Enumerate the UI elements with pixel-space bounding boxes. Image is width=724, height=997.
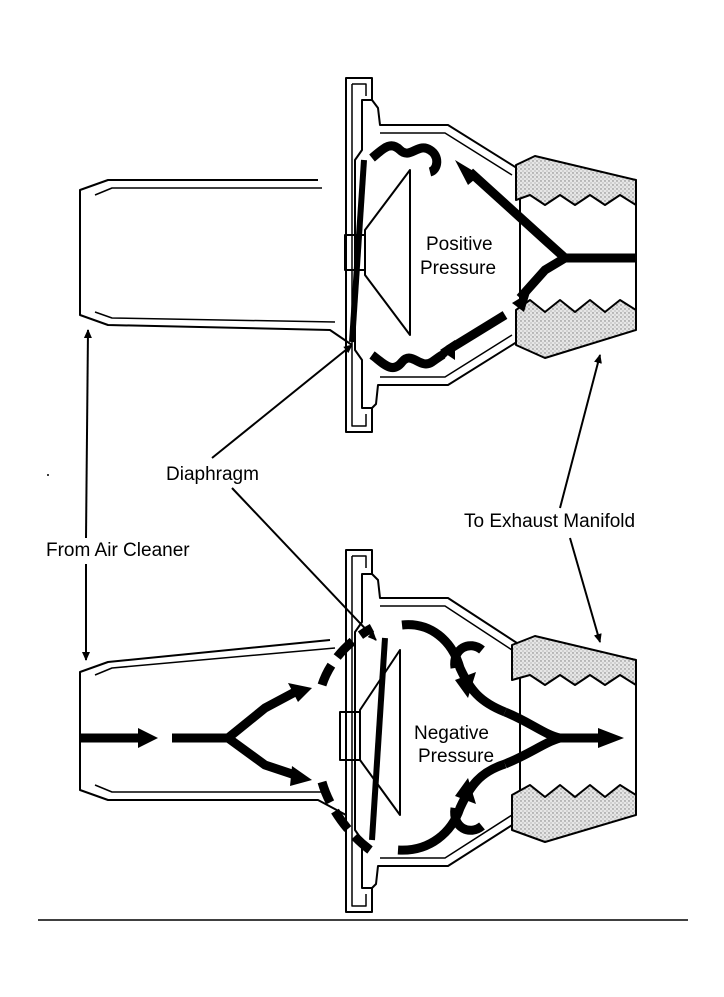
diaphragm-label: Diaphragm [166, 464, 259, 485]
diaphragm-leader-top [211, 344, 353, 459]
bottom-flow-branch-down [225, 734, 297, 780]
top-inlet-tube [79, 179, 353, 346]
stray-mark [47, 474, 49, 476]
top-valve-assembly: Positive Pressure [79, 77, 637, 433]
top-flow-down-lower [445, 311, 508, 354]
diaphragm-leader-bottom [231, 487, 377, 641]
bottom-valve-body [371, 573, 521, 889]
air-cleaner-leader-top [83, 329, 92, 539]
positive-pressure-label-line1: Positive [426, 234, 493, 255]
callouts: Diaphragm From Air Cleaner To Exhaust Ma… [46, 329, 635, 661]
to-exhaust-manifold-label: To Exhaust Manifold [464, 511, 635, 532]
top-diaphragm-plate [364, 169, 411, 336]
negative-pressure-label-line2: Pressure [418, 746, 494, 767]
top-flow-branch-down [516, 254, 568, 301]
top-valve-body [371, 99, 521, 409]
bottom-flow-branch-up [225, 688, 298, 742]
bottom-lower-gasket [511, 784, 637, 843]
top-flow-branch-up [466, 168, 569, 262]
exhaust-leader-top [559, 354, 602, 509]
top-lower-gasket [515, 299, 637, 359]
from-air-cleaner-label: From Air Cleaner [46, 540, 190, 561]
bottom-valve-assembly: Negative Pressure [79, 549, 637, 913]
positive-pressure-label-line2: Pressure [420, 258, 496, 279]
negative-pressure-label-line1: Negative [414, 723, 489, 744]
exhaust-leader-bottom [569, 537, 602, 643]
bottom-inlet-tube [79, 639, 347, 816]
bottom-diaphragm-stem [339, 711, 361, 761]
bottom-upper-gasket [511, 635, 637, 686]
top-upper-gasket [515, 155, 637, 206]
